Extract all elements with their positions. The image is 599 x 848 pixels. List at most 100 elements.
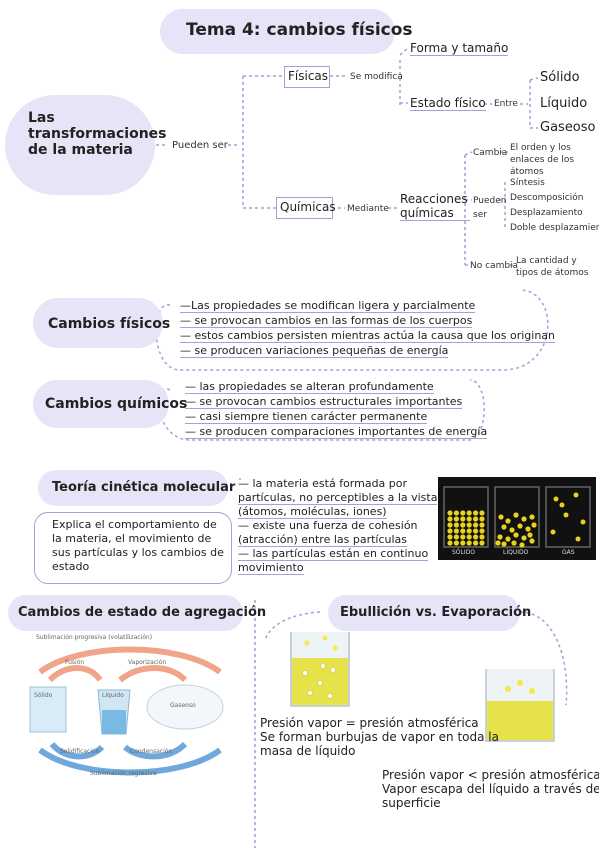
- tipo-descomposicion: Descomposición: [510, 193, 584, 203]
- teoria-line-7: movimiento: [238, 561, 304, 575]
- liquid-particle: [505, 518, 511, 524]
- liquid-particle: [501, 524, 507, 530]
- teoria-line-4: — existe una fuerza de cohesión: [238, 519, 418, 532]
- estados-solido: Sólido: [34, 692, 53, 699]
- states-image: SÓLIDO LÍQUIDO GAS: [438, 477, 596, 560]
- estados-sub-reg: Sublimación regresiva: [90, 770, 157, 777]
- particle-containers: [443, 486, 591, 548]
- no-cambia-desc: La cantidad y tipos de átomos: [516, 256, 589, 278]
- teoria-line-1: — la materia está formada por: [238, 477, 408, 490]
- liquid-particle: [525, 526, 531, 532]
- estados-diagram: Sublimación progresiva (volatilización) …: [20, 632, 240, 780]
- liquido-label: Líquido: [540, 96, 588, 111]
- solid-particle: [460, 528, 466, 534]
- estados-diagram-svg: [29, 646, 224, 776]
- solid-particle: [447, 534, 453, 540]
- ebullicion-left-2: Se forman burbujas de vapor en toda la: [260, 730, 499, 744]
- solid-particle: [473, 516, 479, 522]
- pueden-ser-2-label: Pueden ser: [473, 196, 507, 220]
- liquid-particle: [529, 538, 535, 544]
- mediante-label: Mediante: [347, 204, 389, 214]
- solid-particle: [479, 540, 485, 546]
- quimicos-blob: [33, 380, 169, 428]
- liquid-particle: [521, 535, 527, 541]
- fisicos-blob: [33, 298, 163, 348]
- estados-gaseoso: Gaseoso: [170, 702, 196, 709]
- se-modifica-label: Se modifica: [350, 72, 403, 82]
- title-blob: [160, 9, 395, 54]
- solid-particle: [453, 528, 459, 534]
- quimicos-item-4: — se producen comparaciones importantes …: [185, 425, 488, 439]
- pueden-ser-label: Pueden ser: [172, 140, 228, 151]
- estados-title: Cambios de estado de agregación: [18, 605, 267, 620]
- estado-label: Estado físico: [410, 96, 486, 111]
- state-solido-label: SÓLIDO: [452, 549, 475, 556]
- estados-blob: [8, 595, 243, 631]
- solid-particle: [453, 516, 459, 522]
- ebullicion-left-1: Presión vapor = presión atmosférica: [260, 716, 479, 730]
- beaker-boiling: [285, 628, 355, 710]
- fisicas-label: Físicas: [288, 69, 329, 83]
- beaker-evaporation: [480, 665, 560, 745]
- fisicos-item-3: — estos cambios persisten mientras actúa…: [180, 329, 556, 343]
- liquid-particle: [501, 541, 507, 547]
- solid-particle: [473, 522, 479, 528]
- ebullicion-title: Ebullición vs. Evaporación: [340, 605, 532, 620]
- teoria-line-2: partículas, no perceptibles a la vista: [238, 491, 438, 505]
- estados-fusion: Fusión: [65, 659, 85, 666]
- cambia-label: Cambia: [473, 148, 508, 158]
- no-cambia-label: No cambia: [470, 261, 519, 271]
- solid-particle: [466, 528, 472, 534]
- fisicos-title: Cambios físicos: [48, 316, 171, 332]
- state-liquido-label: LÍQUIDO: [503, 549, 529, 556]
- solid-particle: [447, 540, 453, 546]
- state-gas-label: GAS: [562, 549, 575, 556]
- fisicos-item-1: —Las propiedades se modifican ligera y p…: [180, 299, 476, 313]
- quimicos-title: Cambios químicos: [45, 396, 188, 412]
- solid-particle: [453, 540, 459, 546]
- teoria-box: [34, 512, 232, 584]
- solid-particle: [473, 528, 479, 534]
- teoria-box-text: Explica el comportamiento de la materia,…: [52, 518, 224, 573]
- quimicas-node: [276, 197, 333, 219]
- solid-particle: [447, 522, 453, 528]
- solid-particle: [479, 516, 485, 522]
- ebullicion-blob: [328, 595, 520, 631]
- liquid-particle: [505, 536, 511, 542]
- liquid-particle: [513, 532, 519, 538]
- liquid-particle: [498, 514, 504, 520]
- gaseoso-label: Gaseoso: [540, 120, 596, 135]
- liquid-particle: [513, 512, 519, 518]
- solid-particle: [479, 510, 485, 516]
- beaker-boiling-svg: [290, 632, 350, 707]
- quimicos-item-3: — casi siempre tienen carácter permanent…: [185, 410, 428, 424]
- estados-solidificacion: Solidificación: [60, 748, 100, 755]
- solid-particle: [447, 516, 453, 522]
- estados-sub-prog: Sublimación progresiva (volatilización): [36, 634, 153, 641]
- entre-label: Entre: [494, 99, 518, 109]
- teoria-line-3: (átomos, moléculas, iones): [238, 505, 387, 519]
- ebullicion-right-1: Presión vapor < presión atmosférica: [382, 768, 599, 782]
- fisicas-node: [284, 66, 330, 88]
- root-concept: Las transformaciones de la materia: [28, 110, 167, 158]
- fisicos-item-4: — se producen variaciones pequeñas de en…: [180, 344, 449, 358]
- ebullicion-right-2: Vapor escapa del líquido a través de su: [382, 782, 599, 796]
- solid-particle: [473, 510, 479, 516]
- forma-label: Forma y tamaño: [410, 41, 509, 56]
- solid-particle: [447, 510, 453, 516]
- solid-particle: [466, 510, 472, 516]
- solid-particle: [466, 540, 472, 546]
- teoria-line-5: (atracción) entre las partículas: [238, 533, 408, 547]
- solid-particle: [466, 522, 472, 528]
- liquid-particle: [511, 540, 517, 546]
- solid-particle: [479, 528, 485, 534]
- solid-particle: [479, 534, 485, 540]
- liquid-particle: [529, 514, 535, 520]
- page-title: Tema 4: cambios físicos: [186, 20, 413, 40]
- solid-particle: [473, 540, 479, 546]
- fisicos-item-2: — se provocan cambios en las formas de l…: [180, 314, 473, 328]
- solid-particle: [453, 522, 459, 528]
- tipo-desplazamiento: Desplazamiento: [510, 208, 583, 218]
- beaker-evaporation-svg: [485, 669, 555, 742]
- solid-particle: [466, 534, 472, 540]
